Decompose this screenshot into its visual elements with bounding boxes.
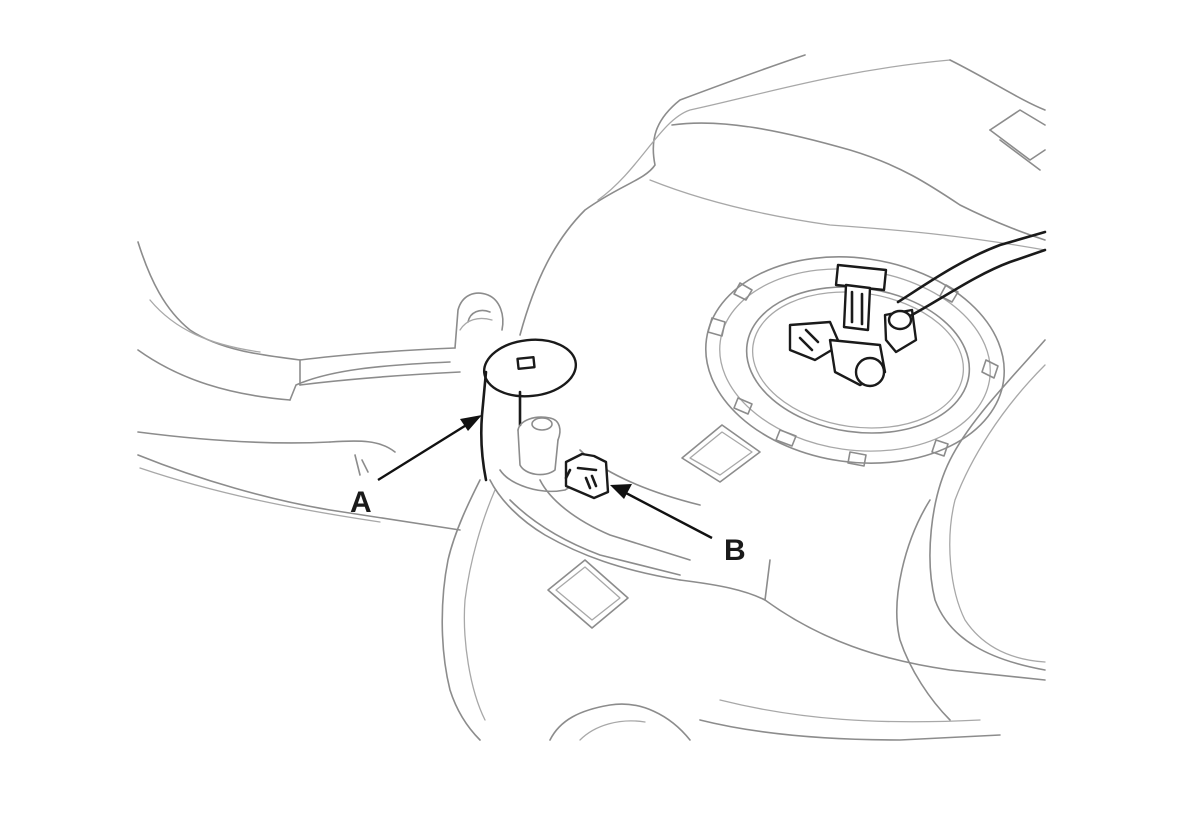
tank-upper-outline <box>519 54 1046 336</box>
filler-neck-lower <box>441 449 701 741</box>
part-b-clip <box>564 452 610 500</box>
fuel-pump-connector <box>788 263 918 388</box>
tank-right-outline <box>896 339 1046 721</box>
callout-a-label: A <box>350 486 372 519</box>
tank-lower-left-outline <box>137 431 461 531</box>
tank-pad <box>681 424 761 483</box>
filler-bracket-block <box>547 559 629 629</box>
part-a-hose-clamp <box>479 338 578 482</box>
callout-b-label: B <box>724 534 746 567</box>
tank-lower-outline <box>549 559 1046 741</box>
tank-bracket-top-right <box>989 109 1046 171</box>
filler-hose <box>137 241 461 401</box>
leader-arrow-a <box>377 415 482 482</box>
fuel-hose-upper-right <box>896 230 1047 318</box>
leader-arrow-b <box>610 484 713 540</box>
vent-hose <box>454 292 504 349</box>
